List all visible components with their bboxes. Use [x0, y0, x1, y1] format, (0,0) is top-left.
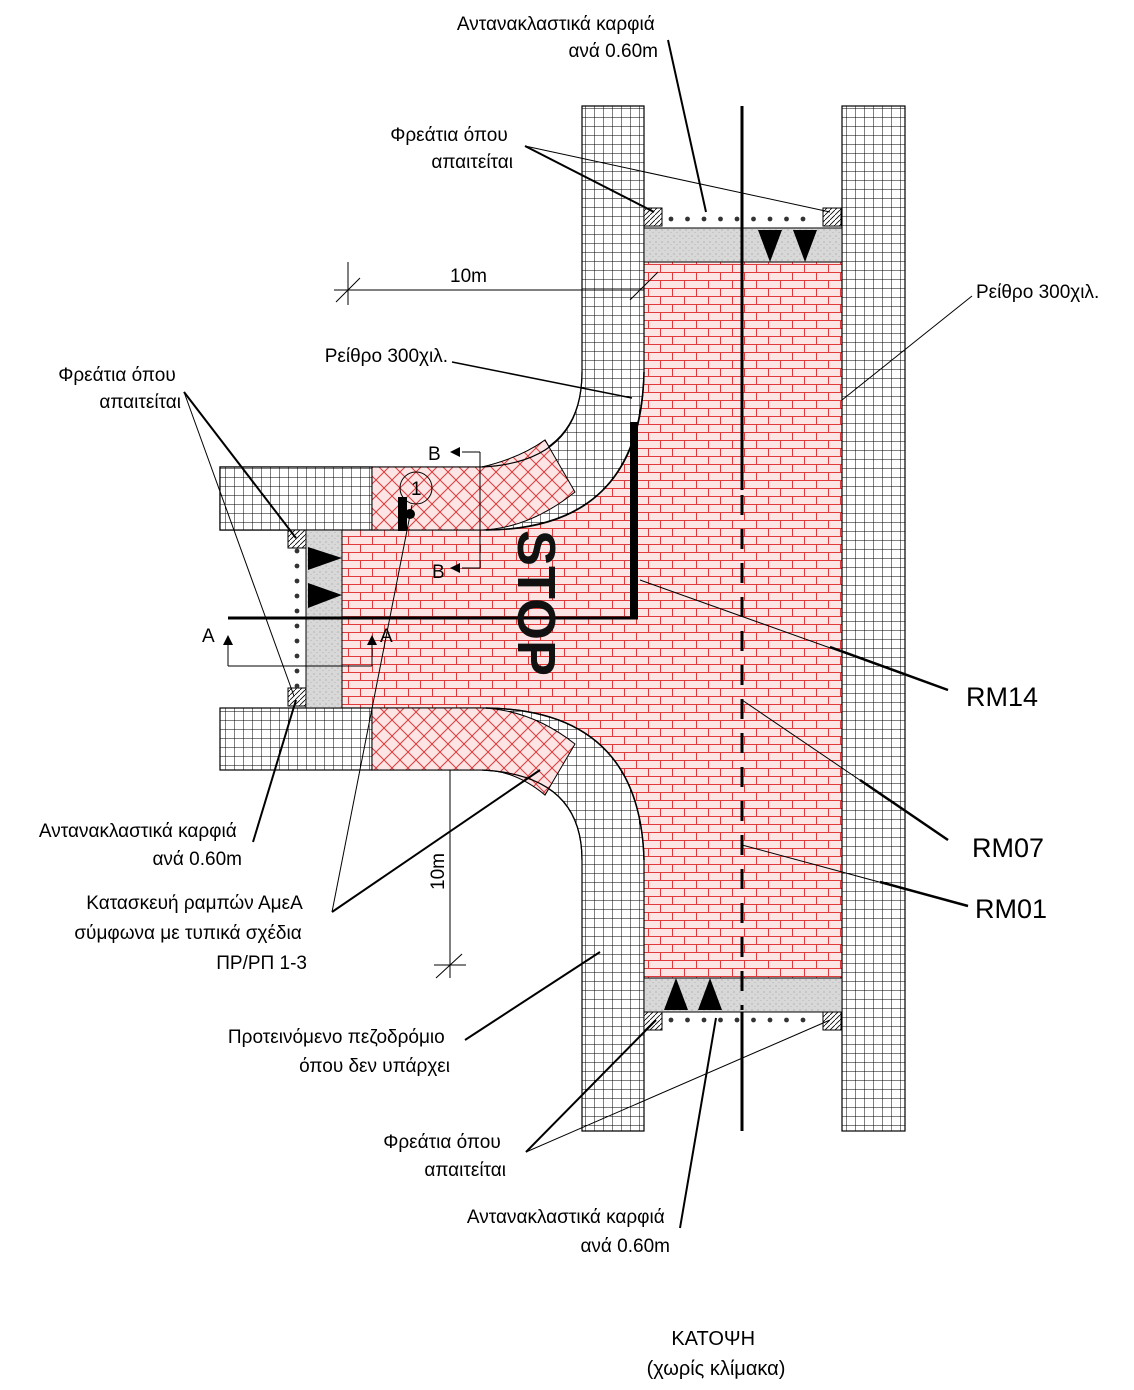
reflective-stud — [718, 1017, 723, 1023]
curb-curve-top — [485, 371, 645, 531]
reflective-stud — [734, 216, 740, 222]
dimension-top-label: 10m — [450, 266, 487, 287]
yield-triangle-top-1 — [758, 230, 782, 262]
reflective-stud — [294, 548, 300, 554]
yield-triangle-left-2 — [308, 583, 342, 608]
manhole-top-left — [643, 207, 663, 227]
reflective-stud — [294, 683, 300, 689]
reflective-studs — [294, 216, 806, 1023]
section-b-top-label: B — [428, 444, 441, 465]
reflective-stud — [294, 593, 300, 599]
reflective-stud — [294, 563, 300, 569]
minor-road-paving — [342, 262, 644, 978]
ramps-label: Κατασκευή ραμπών ΑμεΑ σύμφωνα με τυπικά … — [74, 893, 307, 974]
reflective-stud — [701, 1017, 707, 1023]
curb-curve-top-outer — [481, 371, 583, 468]
reflective-stud — [685, 216, 690, 222]
manhole-bottom-right — [822, 1011, 842, 1031]
curb-curve-bottom-outer — [481, 769, 583, 861]
yield-triangle-bottom-1 — [664, 978, 688, 1010]
gutter-center-label: Ρείθρο 300χιλ. — [325, 346, 448, 367]
dimensions — [334, 262, 644, 979]
reflective-stud — [668, 1017, 674, 1023]
sidewalks — [219, 105, 906, 1132]
sidewalk-right — [841, 105, 906, 1132]
reflective-stud — [294, 638, 300, 644]
annotations: Αντανακλαστικά καρφιά ανά 0.60m Φρεάτια … — [39, 14, 1099, 1380]
stop-line-vertical — [630, 422, 638, 618]
rm14-label: RM14 — [966, 682, 1038, 712]
gutter-right-label: Ρείθρο 300χιλ. — [976, 282, 1099, 303]
manholes — [287, 207, 842, 1031]
stop-road-marking: STOP — [506, 530, 566, 676]
reflective-stud — [294, 578, 300, 584]
reflective-stud — [751, 1017, 756, 1023]
reflective-stud — [685, 1017, 690, 1023]
sidewalk-left-arm-bottom — [219, 707, 373, 771]
reflective-studs-left-label: Αντανακλαστικά καρφιά ανά 0.60m — [39, 821, 242, 870]
reflective-stud — [800, 1017, 806, 1023]
reflective-stud — [734, 1017, 740, 1023]
manhole-left-bottom — [287, 687, 307, 707]
manholes-top-label: Φρεάτια όπου απαιτείται — [390, 125, 513, 173]
section-a-left-label: A — [202, 626, 215, 647]
sidewalk-label: Προτεινόμενο πεζοδρόμιο όπου δεν υπάρχει — [228, 1027, 450, 1077]
rm07-label: RM07 — [972, 833, 1044, 863]
reflective-stud — [294, 668, 300, 674]
manhole-bottom-left — [643, 1011, 663, 1031]
yield-markings — [308, 230, 817, 1010]
yield-triangle-top-2 — [793, 230, 817, 262]
leader-lines — [183, 39, 973, 1229]
curb-curve-bottom — [485, 707, 645, 861]
reflective-stud — [784, 1017, 789, 1023]
section-markers: B B A A — [202, 444, 481, 667]
section-b-bottom-label: B — [432, 562, 445, 583]
reflective-stud — [718, 216, 723, 222]
reflective-stud — [294, 653, 300, 659]
manholes-bottom-label: Φρεάτια όπου απαιτείται — [383, 1132, 506, 1181]
sidewalk-left-arm-top — [219, 466, 373, 531]
reflective-stud — [668, 216, 674, 222]
dimension-side-label: 10m — [428, 853, 449, 890]
reflective-studs-top-label: Αντανακλαστικά καρφιά ανά 0.60m — [457, 14, 660, 62]
yield-triangle-left-1 — [308, 547, 342, 570]
reflective-stud — [294, 623, 300, 629]
yield-triangle-bottom-2 — [698, 978, 722, 1010]
detail-ref-number: 1 — [411, 479, 422, 500]
reflective-stud — [751, 216, 756, 222]
drawing-title: ΚΑΤΟΨΗ (χωρίς κλίμακα) — [647, 1328, 786, 1380]
reflective-stud — [294, 608, 300, 614]
reflective-studs-bottom-label: Αντανακλαστικά καρφιά ανά 0.60m — [467, 1207, 670, 1257]
reflective-stud — [767, 1017, 773, 1023]
reflective-stud — [767, 216, 773, 222]
manholes-left-label: Φρεάτια όπου απαιτείται — [58, 365, 181, 413]
manhole-top-right — [822, 207, 842, 227]
reflective-stud — [800, 216, 806, 222]
stop-sign-post — [398, 497, 407, 531]
stop-line — [228, 422, 638, 620]
rm01-label: RM01 — [975, 894, 1047, 924]
reflective-stud — [784, 216, 789, 222]
reflective-stud — [701, 216, 707, 222]
